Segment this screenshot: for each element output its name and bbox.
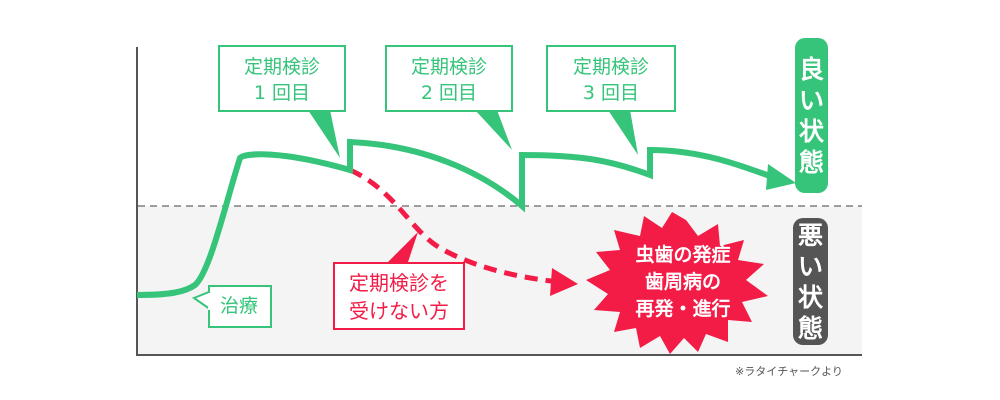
good-state-char-1: 良 bbox=[798, 54, 824, 84]
callout-3-line1: 定期検診 bbox=[572, 56, 649, 78]
callout-1-line1: 定期検診 bbox=[243, 56, 320, 78]
source-note: ※ラタイチャークより bbox=[735, 365, 843, 378]
treatment-label-text: 治療 bbox=[219, 295, 258, 317]
callout-1-pointer bbox=[308, 110, 340, 158]
bad-state-char-1: 悪 bbox=[797, 220, 823, 250]
bad-state-char-3: 状 bbox=[797, 282, 823, 312]
burst-shape bbox=[586, 212, 768, 354]
callout-3-pointer bbox=[608, 110, 638, 155]
callout-2-line2: 2 回目 bbox=[420, 82, 478, 104]
bad-state-char-2: い bbox=[797, 251, 823, 281]
checkup-callout-1: 定期検診 1 回目 bbox=[218, 45, 346, 112]
callout-1-line2: 1 回目 bbox=[253, 82, 311, 104]
no-checkup-arrowhead bbox=[550, 268, 578, 296]
callout-3-line2: 3 回目 bbox=[582, 82, 640, 104]
callout-2-pointer bbox=[475, 110, 512, 150]
good-state-pill: 良 い 状 態 bbox=[795, 38, 828, 193]
burst-line3: 再発・進行 bbox=[635, 298, 731, 320]
checkup-callout-2: 定期検診 2 回目 bbox=[385, 45, 513, 112]
bad-state-pill: 悪 い 状 態 bbox=[793, 218, 828, 345]
callout-2-line1: 定期検診 bbox=[410, 56, 487, 78]
good-state-char-4: 態 bbox=[798, 147, 824, 177]
checkup-arrowhead bbox=[766, 164, 796, 190]
no-checkup-line2: 受けない方 bbox=[349, 299, 449, 323]
burst-line2: 歯周病の bbox=[644, 271, 721, 293]
good-state-char-3: 状 bbox=[798, 116, 824, 146]
burst-text: 虫歯の発症 歯周病の 再発・進行 bbox=[612, 242, 754, 323]
treatment-border-top bbox=[208, 285, 210, 293]
no-checkup-pointer bbox=[388, 232, 418, 262]
checkup-callout-3: 定期検診 3 回目 bbox=[546, 45, 676, 112]
no-checkup-line1: 定期検診を bbox=[349, 271, 449, 295]
bad-state-char-4: 態 bbox=[797, 313, 823, 343]
good-state-char-2: い bbox=[798, 85, 824, 115]
treatment-border-bottom bbox=[208, 310, 210, 328]
burst-line1: 虫歯の発症 bbox=[635, 244, 731, 266]
no-checkup-callout: 定期検診を 受けない方 bbox=[333, 262, 465, 330]
treatment-label: 治療 bbox=[208, 285, 272, 328]
checkup-path bbox=[136, 138, 777, 298]
